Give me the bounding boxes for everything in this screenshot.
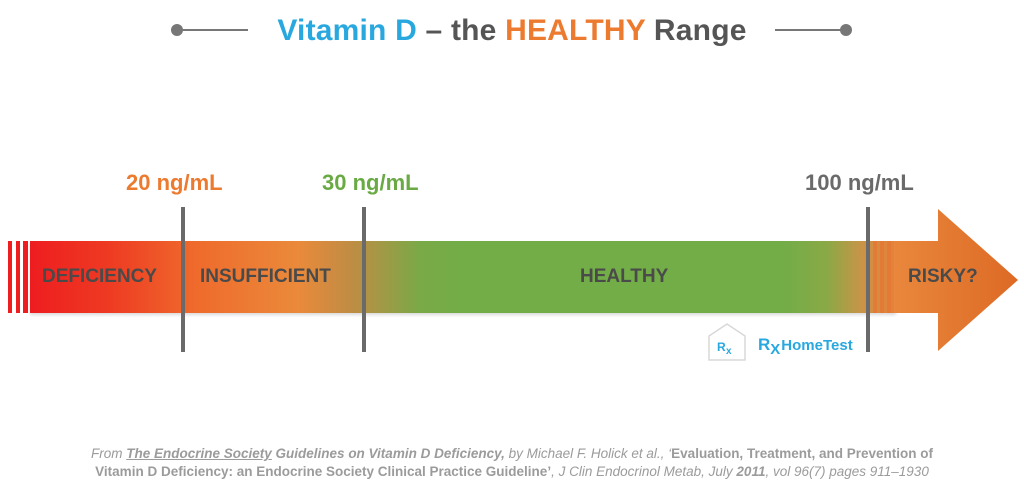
title-left-line [178, 29, 248, 31]
rx-brand-r: R [758, 335, 771, 354]
left-stripe-2 [16, 241, 20, 313]
marker-label-100: 100 ng/mL [805, 170, 914, 195]
citation-from: From [91, 446, 127, 461]
risky-arrow [894, 209, 1018, 351]
right-stripe-3 [887, 241, 891, 313]
citation-guidelines: Guidelines on Vitamin D Deficiency, [271, 446, 505, 461]
marker-line-30 [362, 207, 366, 352]
rx-house-icon: R x [708, 323, 746, 361]
page-title: Vitamin D – the HEALTHY Range [0, 14, 1024, 48]
zone-healthy: HEALTHY [580, 266, 669, 287]
left-stripe-3 [23, 241, 28, 313]
rx-brand-x: X [770, 341, 781, 358]
title-the: – the [417, 14, 506, 47]
title-right-dot [840, 24, 852, 36]
marker-label-30: 30 ng/mL [322, 170, 419, 195]
citation-paper-line2: Vitamin D Deficiency: an Endocrine Socie… [95, 464, 552, 479]
zone-insufficient: INSUFFICIENT [200, 266, 331, 287]
citation-pages: , vol 96(7) pages 911–1930 [765, 464, 929, 479]
rx-badge-r: R [717, 340, 726, 354]
title-bar: Vitamin D – the HEALTHY Range [0, 10, 1024, 54]
title-left-dot [171, 24, 183, 36]
citation-authors: by Michael F. Holick et al., ‘ [504, 446, 672, 461]
title-right-line [775, 29, 845, 31]
range-bar [30, 241, 896, 313]
left-stripe-1 [8, 241, 12, 313]
title-vitamin-d: Vitamin D [277, 14, 417, 47]
citation-journal: , J Clin Endocrinol Metab, July [551, 464, 737, 479]
title-healthy: HEALTHY [505, 14, 646, 47]
rx-hometest-logo: RXHomeTest [758, 335, 853, 358]
zone-risky: RISKY? [908, 266, 978, 287]
right-stripe-1 [873, 241, 877, 313]
marker-line-100 [866, 207, 870, 352]
rx-badge-x: x [726, 346, 732, 357]
citation-year: 2011 [736, 464, 766, 479]
title-range: Range [645, 14, 747, 47]
right-stripe-2 [880, 241, 884, 313]
marker-label-20: 20 ng/mL [126, 170, 223, 195]
citation: From The Endocrine Society Guidelines on… [0, 445, 1024, 481]
citation-paper-line1: Evaluation, Treatment, and Prevention of [671, 446, 933, 461]
rx-brand-name: HomeTest [781, 337, 853, 354]
citation-society-link[interactable]: The Endocrine Society [126, 446, 272, 461]
marker-line-20 [181, 207, 185, 352]
zone-deficiency: DEFICIENCY [42, 266, 158, 287]
